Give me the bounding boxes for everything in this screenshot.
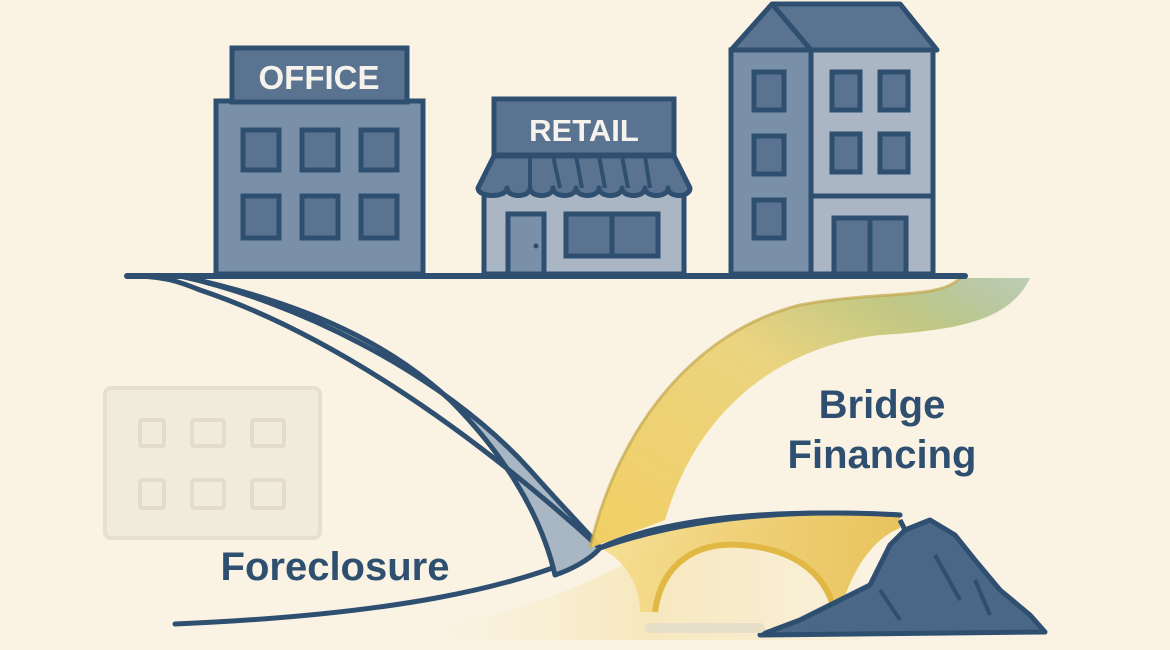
rock-icon bbox=[645, 517, 1048, 638]
bridge-financing-label-line1: Bridge bbox=[819, 383, 946, 427]
office-windows bbox=[240, 127, 400, 241]
bridge-path-outline bbox=[588, 276, 962, 549]
retail-sign-label: RETAIL bbox=[529, 113, 639, 148]
foreclosure-label: Foreclosure bbox=[221, 545, 450, 589]
apartment-building bbox=[728, 1, 940, 277]
arch-bridge bbox=[600, 513, 900, 612]
bridge-arch-line bbox=[652, 541, 838, 613]
apartment-windows bbox=[751, 69, 911, 241]
retail-sign bbox=[491, 96, 677, 158]
office-building bbox=[213, 45, 426, 277]
bridge-financing-path bbox=[590, 278, 1030, 548]
faded-building-icon bbox=[103, 386, 322, 540]
bridge-deck-line bbox=[597, 510, 903, 551]
foreclosure-path bbox=[177, 273, 603, 578]
retail-building bbox=[475, 96, 693, 277]
awning-icon bbox=[475, 153, 693, 198]
office-sign bbox=[229, 45, 410, 105]
office-sign-label: OFFICE bbox=[259, 59, 380, 96]
foreclosure-edge bbox=[127, 273, 603, 551]
retail-door bbox=[505, 211, 547, 277]
bridge-financing-label-line2: Financing bbox=[788, 433, 977, 477]
